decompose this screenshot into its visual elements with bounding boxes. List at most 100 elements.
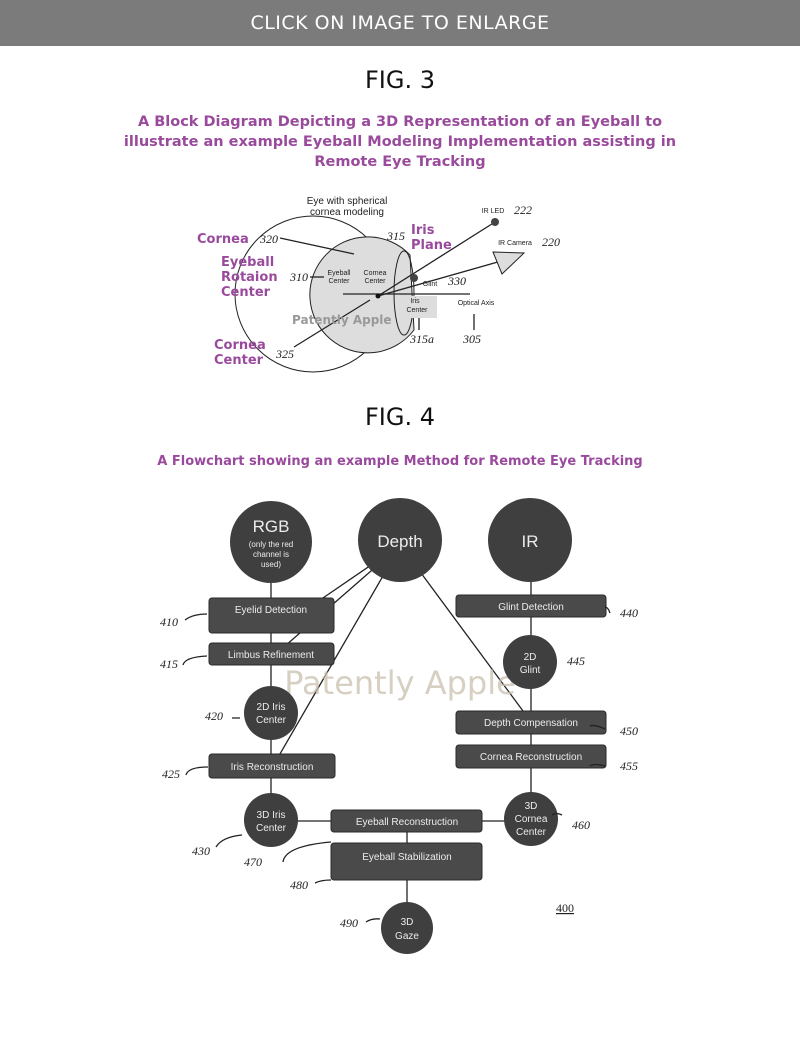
ir-camera-icon — [492, 251, 526, 275]
ref-leaders — [182, 606, 611, 923]
rgb-sub: (only the red — [249, 540, 293, 549]
ref-425: 425 — [162, 767, 180, 781]
box-glint-detection[interactable]: Glint Detection — [455, 594, 607, 618]
node-ir[interactable]: IR — [488, 498, 572, 582]
ref-445: 445 — [567, 654, 585, 668]
gaze-label-2: Gaze — [395, 931, 419, 942]
fig4-title: FIG. 4 — [364, 403, 435, 431]
fig3-diagram[interactable]: Eye with spherical cornea modeling Eyeba… — [197, 196, 560, 373]
iris3d-label: 3D Iris — [257, 810, 286, 821]
gaze-label: 3D — [401, 917, 414, 928]
ref-430: 430 — [192, 844, 210, 858]
ref-220: 220 — [542, 235, 560, 249]
ref-440: 440 — [620, 606, 638, 620]
box-limbus-refinement[interactable]: Limbus Refinement — [208, 642, 335, 666]
ref-315: 315 — [386, 229, 405, 243]
box-eyeball-reconstruction[interactable]: Eyeball Reconstruction — [330, 809, 483, 833]
watermark: Patently Apple — [292, 313, 392, 327]
ref-455: 455 — [620, 759, 638, 773]
edge-depth-iris — [272, 549, 399, 767]
eyeball-center-label: Eyeball — [328, 270, 351, 277]
label-cornea-center: Cornea — [214, 338, 266, 353]
limbus-label: Limbus Refinement — [228, 650, 314, 661]
node-depth[interactable]: Depth — [358, 498, 442, 582]
cornea-sphere — [309, 236, 415, 354]
leader-320 — [279, 237, 355, 255]
label-eyeball-rotation-center-2: Rotaion — [221, 270, 278, 285]
cornea-center-dot — [375, 293, 381, 299]
ir-led-icon — [491, 218, 499, 226]
eyeball-center-label-2: Center — [328, 278, 350, 285]
glint-label: Glint — [423, 281, 437, 288]
optical-axis-label: Optical Axis — [458, 300, 495, 307]
eyelid-label: Eyelid Detection — [235, 605, 307, 616]
ref-410: 410 — [160, 615, 178, 629]
fig4-caption: A Flowchart showing an example Method fo… — [157, 454, 643, 469]
rgb-sub-2: channel is — [253, 550, 289, 559]
box-iris-reconstruction[interactable]: Iris Reconstruction — [208, 753, 336, 779]
ref-450: 450 — [620, 724, 638, 738]
iris-center-bg — [402, 296, 437, 318]
fig3-heading: Eye with spherical — [307, 196, 388, 207]
fig4-flowchart[interactable]: Patently Apple RGB (only the red channel… — [160, 498, 638, 954]
ref-305: 305 — [462, 332, 481, 346]
node-3d-gaze[interactable]: 3D Gaze — [381, 902, 433, 954]
depth-label: Depth — [377, 532, 422, 551]
irisrec-label: Iris Reconstruction — [231, 762, 314, 773]
enlarge-banner[interactable]: CLICK ON IMAGE TO ENLARGE — [0, 0, 800, 46]
box-eyeball-stabilization[interactable]: Eyeball Stabilization — [330, 842, 483, 881]
ref-400: 400 — [556, 901, 574, 915]
ir-label: IR — [522, 532, 539, 551]
label-eyeball-rotation-center: Eyeball — [221, 255, 274, 270]
iris-center-label-2: Center — [406, 307, 428, 314]
iris2d-label-2: Center — [256, 715, 287, 726]
iris2d-label: 2D Iris — [257, 702, 286, 713]
label-cornea: Cornea — [197, 232, 249, 247]
edge-depth-compensation — [403, 549, 524, 712]
cornea3d-label-2: Cornea — [515, 814, 548, 825]
label-eyeball-rotation-center-3: Center — [221, 285, 271, 300]
label-cornea-center-2: Center — [214, 353, 264, 368]
ref-420: 420 — [205, 709, 223, 723]
cornea-center-inner-label-2: Center — [364, 278, 386, 285]
ref-415: 415 — [160, 657, 178, 671]
camera-ray — [377, 257, 513, 297]
fig3-caption: A Block Diagram Depicting a 3D Represent… — [123, 114, 677, 170]
glintdet-label: Glint Detection — [498, 602, 564, 613]
ref-315a: 315a — [409, 332, 434, 346]
ref-310: 310 — [289, 270, 308, 284]
ir-led-label: IR LED — [482, 208, 505, 215]
cornea3d-label: 3D — [525, 801, 538, 812]
depthcomp-label: Depth Compensation — [484, 718, 578, 729]
ref-470: 470 — [244, 855, 262, 869]
label-iris-plane-2: Plane — [411, 238, 452, 253]
eyeballstab-label: Eyeball Stabilization — [362, 852, 452, 863]
rgb-label: RGB — [253, 517, 290, 536]
ir-camera-label: IR Camera — [498, 240, 532, 247]
eyeballrec-label: Eyeball Reconstruction — [356, 817, 458, 828]
label-iris-plane: Iris — [411, 223, 435, 238]
fig3-heading-2: cornea modeling — [310, 207, 384, 218]
leader-325 — [293, 299, 371, 348]
node-rgb[interactable]: RGB (only the red channel is used) — [230, 501, 312, 583]
box-eyelid-detection[interactable]: Eyelid Detection — [208, 597, 335, 634]
led-ray — [377, 221, 496, 297]
iris-center-label: Iris — [410, 298, 420, 305]
ref-320: 320 — [259, 232, 278, 246]
glint2d-label-2: Glint — [520, 665, 541, 676]
ref-222: 222 — [514, 203, 532, 217]
ref-460: 460 — [572, 818, 590, 832]
ref-480: 480 — [290, 878, 308, 892]
cornea3d-label-3: Center — [516, 827, 547, 838]
iris-plane — [393, 250, 415, 336]
watermark-fig4: Patently Apple — [284, 664, 516, 702]
rgb-sub-3: used) — [261, 560, 281, 569]
box-cornea-reconstruction[interactable]: Cornea Reconstruction — [455, 744, 607, 769]
box-depth-compensation[interactable]: Depth Compensation — [455, 710, 607, 735]
glint-dot — [410, 274, 418, 282]
